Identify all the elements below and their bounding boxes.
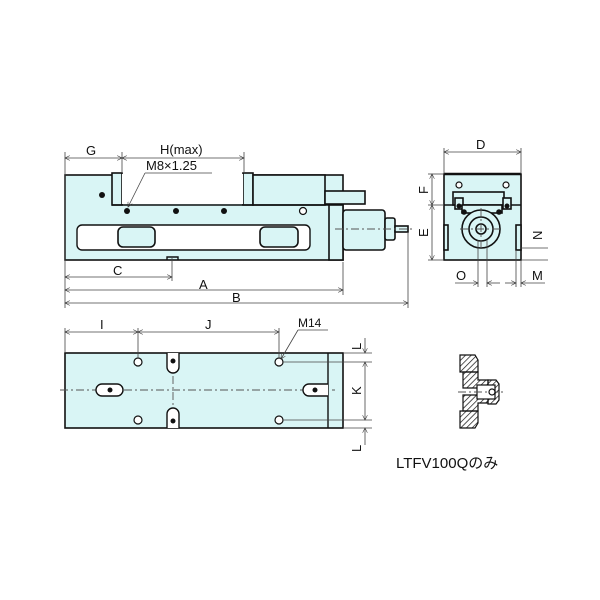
dimensions-bottom — [65, 328, 372, 445]
dim-label-b: B — [232, 290, 241, 305]
cylinder — [342, 209, 386, 251]
slot-bottom — [166, 407, 180, 428]
dim-label-a: A — [199, 277, 208, 292]
dim-label-i: I — [100, 317, 104, 332]
thread-label-m14: M14 — [298, 316, 322, 330]
dim-label-m: M — [532, 268, 543, 283]
detail-caption: LTFV100Qのみ — [396, 455, 498, 472]
dim-label-g: G — [86, 143, 96, 158]
movable-jaw — [111, 172, 123, 206]
handle-bar — [324, 190, 366, 205]
dim-label-c: C — [113, 263, 122, 278]
dimensions-side — [65, 152, 408, 308]
dim-label-h: H(max) — [160, 142, 203, 157]
fixed-jaw — [242, 172, 254, 206]
tapped-holes — [99, 192, 308, 216]
front-view: D F E N O M — [416, 137, 548, 287]
dim-label-l-top: L — [349, 343, 364, 350]
dimensions-front — [428, 148, 548, 287]
dim-label-n: N — [530, 231, 545, 240]
side-view: G H(max) M8×1.25 C A B — [64, 142, 415, 308]
dim-label-o: O — [456, 268, 466, 283]
dim-label-e: E — [416, 228, 431, 237]
window-right — [259, 226, 299, 248]
dim-label-k: K — [349, 386, 364, 395]
rear-block — [252, 174, 326, 206]
detail-section: LTFV100Qのみ — [396, 354, 505, 472]
bottom-view: I J M14 L K L — [60, 316, 372, 452]
dim-label-d: D — [476, 137, 485, 152]
dim-label-f: F — [416, 186, 431, 194]
key-notch — [166, 256, 179, 260]
dim-label-j: J — [205, 317, 212, 332]
thread-label-m8: M8×1.25 — [146, 158, 197, 173]
end-block — [328, 204, 344, 261]
dim-label-l-bottom: L — [349, 445, 364, 452]
window-left — [117, 226, 156, 248]
